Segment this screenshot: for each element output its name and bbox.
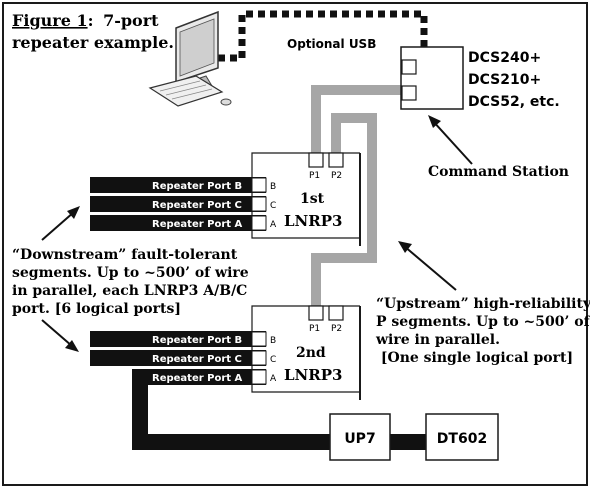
repeater-2-port-c-label: Repeater Port C	[152, 354, 242, 365]
downstream-line-3: in parallel, each LNRP3 A/B/C	[12, 283, 247, 299]
dt602-box	[425, 413, 499, 461]
repeater-2-letter-a: A	[270, 374, 277, 384]
command-station-model-3: DCS52, etc.	[468, 94, 560, 110]
up7-box	[329, 413, 391, 461]
repeater-2-p1-label: P1	[309, 324, 320, 334]
downstream-arrowhead-down	[65, 340, 79, 352]
repeater-1-port-a-cable	[90, 215, 266, 231]
repeater-1	[251, 152, 361, 246]
figure-title: Figure 1: 7-port	[12, 11, 159, 30]
upstream-line-1: “Upstream” high-reliability	[376, 296, 590, 312]
command-station	[400, 46, 464, 110]
repeater-2-port-c-cable	[90, 350, 266, 366]
repeater-2-p2-label: P2	[331, 324, 342, 334]
repeater-1-port-b-cable	[90, 177, 266, 193]
upstream-line-2: P segments. Up to ~500’ of	[376, 314, 590, 330]
command-station-arrow	[431, 119, 473, 165]
repeater-2-port-a-cable	[132, 369, 266, 385]
upstream-line-4: [One single logical port]	[376, 350, 573, 366]
repeater-2	[251, 305, 361, 400]
repeater-1-p1-label: P1	[309, 171, 320, 181]
figure-title-line2: repeater example.	[12, 33, 174, 52]
repeater-1-p2-port	[328, 152, 344, 168]
repeater-2-port-b-cable	[90, 331, 266, 347]
downstream-note: “Downstream” fault-tolerant segments. Up…	[12, 247, 249, 317]
upstream-line-3: wire in parallel.	[375, 332, 500, 348]
repeater-1-port-a-label: Repeater Port A	[152, 219, 243, 230]
downstream-line-2: segments. Up to ~500’ of wire	[12, 265, 249, 281]
repeater-1-port-c-label: Repeater Port C	[152, 200, 242, 211]
upstream-note: “Upstream” high-reliability P segments. …	[375, 296, 590, 366]
repeater-1-ports	[90, 177, 267, 231]
up7-label: UP7	[344, 431, 375, 447]
repeater-1-p2-label: P2	[331, 171, 342, 181]
repeater-1-port-b-label: Repeater Port B	[152, 181, 242, 192]
repeater-2-ports	[90, 331, 267, 385]
repeater-2-box	[251, 305, 360, 393]
dt602-label: DT602	[437, 431, 487, 447]
repeater-1-letter-a: A	[270, 220, 277, 230]
repeater-2-p2-port	[328, 305, 344, 321]
repeater-2-name: 2nd	[296, 345, 326, 361]
command-station-port-1	[401, 59, 417, 75]
repeater-1-name: 1st	[300, 191, 325, 207]
up7-to-dt602-cable	[390, 434, 426, 450]
repeater-1-port-c-cable	[90, 196, 266, 212]
command-station-model-2: DCS210+	[468, 72, 541, 88]
downstream-arrowhead-up	[67, 206, 80, 219]
repeater-1-model: LNRP3	[284, 212, 342, 230]
upstream-cables	[311, 85, 402, 306]
figure-label: Figure 1	[12, 11, 88, 30]
downstream-line-1: “Downstream” fault-tolerant	[12, 247, 238, 263]
repeater-2-port-b-label: Repeater Port B	[152, 335, 242, 346]
repeater-1-letter-b: B	[270, 182, 276, 192]
command-station-arrowhead	[428, 115, 441, 128]
usb-label: Optional USB	[287, 37, 376, 51]
repeater-1-box	[251, 152, 360, 239]
upstream-arrow	[403, 245, 457, 291]
figure-title-line1: 7-port	[103, 11, 159, 30]
downstream-line-4: port. [6 logical ports]	[12, 301, 181, 317]
command-station-port-2	[401, 85, 417, 101]
command-station-model-1: DCS240+	[468, 50, 541, 66]
repeater-2-p1-port	[308, 305, 324, 321]
repeater-2-model: LNRP3	[284, 366, 342, 384]
repeater-2-letter-b: B	[270, 336, 276, 346]
repeater-2-port-a-label: Repeater Port A	[152, 373, 243, 384]
downstream-arrow-up	[41, 211, 75, 241]
repeater-1-p1-port	[308, 152, 324, 168]
upstream-arrowhead	[398, 241, 412, 253]
computer-icon	[148, 10, 232, 107]
downstream-arrow-down	[41, 319, 73, 347]
repeater-1-letter-c: C	[270, 201, 276, 211]
command-station-label: Command Station	[428, 164, 569, 180]
repeater-2-letter-c: C	[270, 355, 276, 365]
port-a-to-up7-cable	[132, 376, 330, 450]
figure-colon: :	[88, 11, 99, 30]
usb-dotted-cable	[218, 10, 428, 62]
